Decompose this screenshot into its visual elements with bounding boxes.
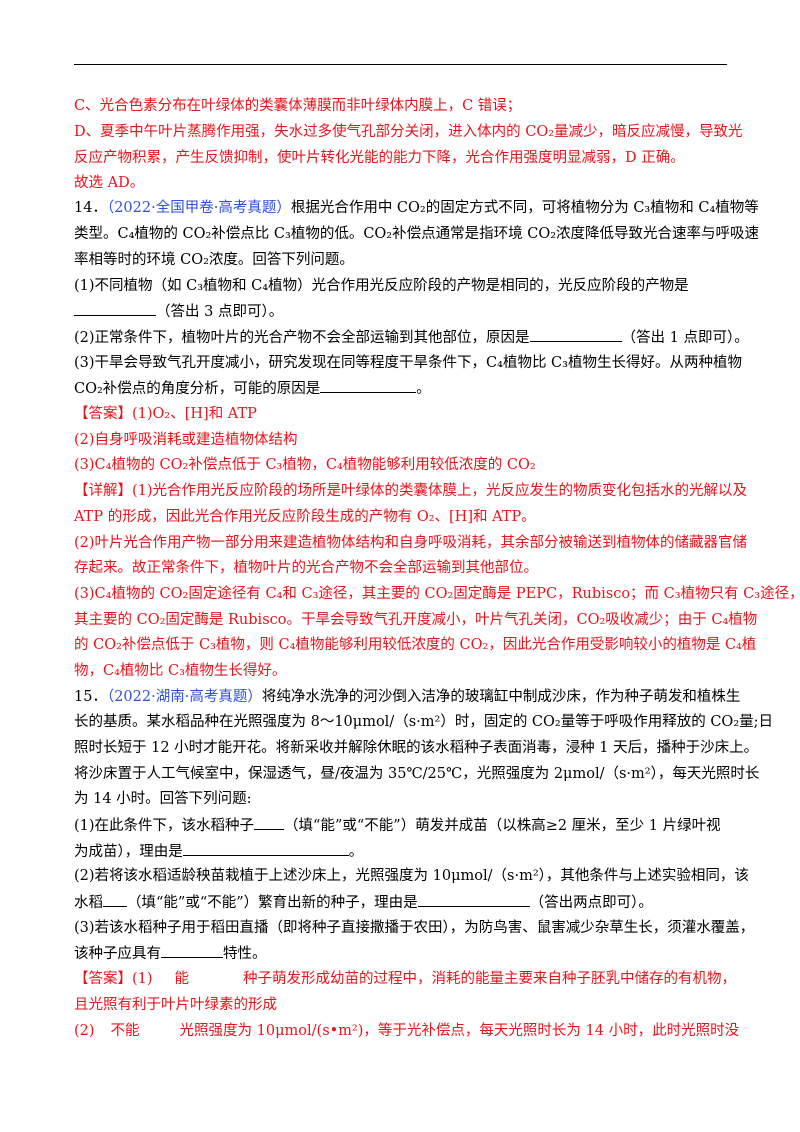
- text-line: C、光合色素分布在叶绿体的类囊体薄膜而非叶绿体内膜上，C 错误；: [74, 98, 522, 114]
- header-rule: [74, 64, 727, 65]
- answer-text: 能: [174, 971, 190, 987]
- question-number: 14．: [74, 200, 107, 216]
- text-line: (3)若该水稻种子用于稻田直播（即将种子直接撒播于农田），为防鸟害、鼠害减少杂草…: [74, 920, 755, 936]
- blank-line: (2)正常条件下，植物叶片的光合产物不会全部运输到其他部位，原因是 （答出 1 点…: [74, 327, 749, 348]
- text-span: 为成苗），理由是: [74, 844, 183, 860]
- explanation-line: 其主要的 CO₂固定酶是 Rubisco。干旱会导致气孔开度减小，叶片气孔关闭，…: [74, 612, 758, 628]
- answer-line: (2)自身呼吸消耗或建造植物体结构: [74, 432, 298, 448]
- text-line: (2)若将该水稻适龄秧苗栽植于上述沙床上，光照强度为 10μmol/（s·m²）…: [74, 868, 749, 884]
- text-span: 。: [348, 844, 364, 860]
- text-line: D、夏季中午叶片蒸腾作用强，失水过多使气孔部分关闭，进入体内的 CO₂量减少，暗…: [74, 124, 743, 140]
- question-source: （2022·湖南·高考真题）: [106, 689, 262, 705]
- answer-blank: [320, 378, 417, 393]
- answer-blank: [417, 892, 530, 907]
- answer-tag: 【答案】: [74, 406, 132, 422]
- text-line: 类型。C₄植物的 CO₂补偿点比 C₃植物的低。CO₂补偿点通常是指环境 CO₂…: [74, 226, 760, 242]
- explanation-line: (2)叶片光合作用产物一部分用来建造植物体结构和自身呼吸消耗，其余部分被输送到植…: [74, 535, 748, 551]
- text-span: （填“能”或“不能”）萌发并成苗（以株高≥2 厘米，至少 1 片绿叶视: [284, 818, 721, 834]
- text-span: (2)正常条件下，植物叶片的光合产物不会全部运输到其他部位，原因是: [74, 330, 530, 346]
- answer-line: 且光照有利于叶片叶绿素的形成: [74, 997, 277, 1013]
- text-line: 反应产物积累，产生反馈抑制，使叶片转化光能的能力下降，光合作用强度明显减弱，D …: [74, 150, 685, 166]
- text-line: 为 14 小时。回答下列问题:: [74, 791, 252, 807]
- question-number: 15．: [74, 689, 107, 705]
- answer-blank: [254, 815, 285, 830]
- answer-text: 光照强度为 10μmol/(s•m²)，等于光补偿点，每天光照时长为 14 小时…: [179, 1023, 740, 1039]
- text-line: 将沙床置于人工气候室中，保湿透气，昼/夜温为 35℃/25℃，光照强度为 2μm…: [74, 766, 760, 782]
- question-15-line: 15．（2022·湖南·高考真题）将纯净水洗净的河沙倒入洁净的玻璃缸中制成沙床，…: [74, 687, 740, 707]
- answer-blank: [103, 892, 127, 907]
- question-text: 根据光合作用中 CO₂的固定方式不同，可将植物分为 C₃植物和 C₄植物等: [290, 200, 759, 216]
- blank-line: CO₂补偿点的角度分析，可能的原因是 。: [74, 378, 734, 399]
- explanation-line: 物，C₄植物比 C₃植物生长得好。: [74, 663, 287, 679]
- answer-text: (2): [74, 1023, 95, 1039]
- answer-blank: [529, 327, 622, 342]
- blank-line: 水稻 （填“能”或“不能”）繁育出新的种子，理由是 （答出两点即可）。: [74, 892, 734, 913]
- blank-line: 为成苗），理由是 。: [74, 841, 734, 862]
- text-span: （答出 3 点即可）。: [156, 304, 284, 320]
- text-line: 照时长短于 12 小时才能开花。将新采收并解除休眠的该水稻种子表面消毒，浸种 1…: [74, 740, 759, 756]
- text-span: (1)在此条件下，该水稻种子: [74, 818, 255, 834]
- explanation-line: 存起来。故正常条件下，植物叶片的光合产物不会全部运输到其他部位。: [74, 560, 538, 576]
- answer-text: 种子萌发形成幼苗的过程中，消耗的能量主要来自种子胚乳中储存的有机物，: [243, 971, 737, 987]
- text-span: 。: [416, 381, 431, 397]
- explanation-line: 【详解】(1)光合作用光反应阶段的场所是叶绿体的类囊体膜上，光反应发生的物质变化…: [74, 481, 747, 501]
- question-text: 将纯净水洗净的河沙倒入洁净的玻璃缸中制成沙床，作为种子萌发和植株生: [261, 689, 741, 705]
- blank-line: (1)在此条件下，该水稻种子 （填“能”或“不能”）萌发并成苗（以株高≥2 厘米，…: [74, 815, 734, 836]
- text-span: 水稻: [74, 895, 103, 911]
- answer-text: (1)O₂、[H]和 ATP: [132, 406, 257, 422]
- text-line: (1)不同植物（如 C₃植物和 C₄植物）光合作用光反应阶段的产物是相同的，光反…: [74, 278, 689, 294]
- answer-text: (1): [132, 971, 153, 987]
- answer-line: (2) 不能 光照强度为 10μmol/(s•m²)，等于光补偿点，每天光照时长为 …: [74, 1021, 739, 1041]
- explanation-line: ATP 的形成，因此光合作用光反应阶段生成的产物有 O₂、[H]和 ATP。: [74, 509, 536, 525]
- answer-text: 不能: [110, 1023, 140, 1039]
- text-span: （填“能”或“不能”）繁育出新的种子，理由是: [127, 895, 418, 911]
- answer-line: (3)C₄植物的 CO₂补偿点低于 C₃植物，C₄植物能够利用较低浓度的 CO₂: [74, 457, 536, 473]
- text-line: 故选 AD。: [74, 175, 145, 191]
- answer-line: 【答案】(1) 能 种子萌发形成幼苗的过程中，消耗的能量主要来自种子胚乳中储存的有机…: [74, 969, 737, 989]
- question-source: （2022·全国甲卷·高考真题）: [106, 200, 291, 216]
- text-span: 该种子应具有: [74, 946, 161, 962]
- blank-line: 该种子应具有 特性。: [74, 943, 734, 964]
- answer-line: 【答案】(1)O₂、[H]和 ATP: [74, 404, 734, 424]
- question-14-line: 14．（2022·全国甲卷·高考真题）根据光合作用中 CO₂的固定方式不同，可将…: [74, 198, 759, 218]
- explanation-line: (3)C₄植物的 CO₂固定途径有 C₄和 C₃途径，其主要的 CO₂固定酶是 …: [74, 586, 800, 602]
- blank-line: （答出 3 点即可）。: [74, 301, 734, 322]
- answer-tag: 【答案】: [74, 971, 132, 987]
- text-span: （答出 1 点即可）。: [621, 330, 749, 346]
- text-span: CO₂补偿点的角度分析，可能的原因是: [74, 381, 321, 397]
- text-span: 特性。: [223, 946, 267, 962]
- explanation-text: (1)光合作用光反应阶段的场所是叶绿体的类囊体膜上，光反应发生的物质变化包括水的…: [132, 483, 748, 499]
- explanation-tag: 【详解】: [74, 483, 132, 499]
- text-line: 率相等时的环境 CO₂浓度。回答下列问题。: [74, 252, 354, 268]
- answer-blank: [74, 301, 156, 316]
- text-span: （答出两点即可）。: [529, 895, 653, 911]
- answer-blank: [182, 841, 349, 856]
- answer-blank: [161, 943, 223, 958]
- explanation-line: 的 CO₂补偿点低于 C₃植物，则 C₄植物能够利用较低浓度的 CO₂，因此光合…: [74, 637, 757, 653]
- text-line: 长的基质。某水稻品种在光照强度为 8～10μmol/（s·m²）时，固定的 CO…: [74, 714, 774, 730]
- text-line: (3)干旱会导致气孔开度减小，研究发现在同等程度干旱条件下，C₄植物比 C₃植物…: [74, 355, 742, 371]
